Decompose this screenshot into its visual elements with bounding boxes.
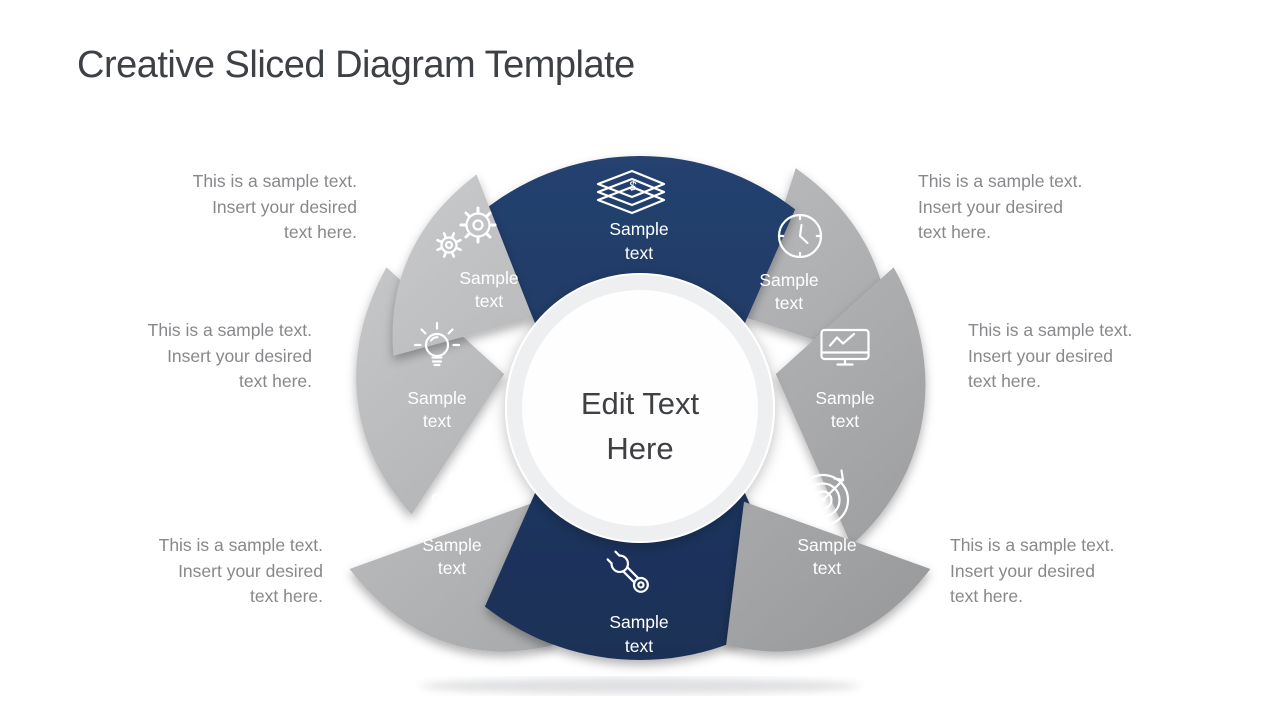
slice-label: text bbox=[831, 411, 859, 431]
slice-label: Sample bbox=[797, 535, 856, 555]
slice-top-money[interactable] bbox=[484, 156, 796, 323]
caption-right-middle[interactable]: This is a sample text. Insert your desir… bbox=[968, 318, 1218, 395]
monitor-chart-icon bbox=[820, 328, 870, 366]
caption-line: Insert your desired bbox=[212, 196, 357, 217]
slice-label: Sample bbox=[759, 270, 818, 290]
slice-label: Sample bbox=[815, 388, 874, 408]
caption-line: This is a sample text. bbox=[192, 171, 357, 191]
gears-icon bbox=[436, 206, 497, 258]
slice-top-left-gears[interactable] bbox=[392, 174, 533, 356]
caption-left-top[interactable]: This is a sample text. Insert your desir… bbox=[107, 169, 357, 246]
diagram-ground-shadow bbox=[420, 678, 860, 694]
caption-line: This is a sample text. bbox=[918, 171, 1083, 191]
slice-label: Sample bbox=[407, 388, 466, 408]
slice-label: text bbox=[438, 558, 466, 578]
caption-line: text here. bbox=[950, 586, 1023, 606]
caption-right-top[interactable]: This is a sample text. Insert your desir… bbox=[918, 169, 1168, 246]
caption-line: text here. bbox=[918, 222, 991, 242]
slice-label: Sample bbox=[459, 268, 518, 288]
center-medallion[interactable]: Edit Text Here bbox=[505, 273, 775, 543]
slice-label: text bbox=[625, 243, 653, 263]
caption-line: Insert your desired bbox=[178, 560, 323, 581]
dollar-glyph: $ bbox=[628, 178, 639, 194]
money-icon: $ bbox=[596, 169, 666, 215]
caption-left-bottom[interactable]: This is a sample text. Insert your desir… bbox=[73, 533, 323, 610]
caption-left-middle[interactable]: This is a sample text. Insert your desir… bbox=[62, 318, 312, 395]
slice-label: text bbox=[423, 411, 451, 431]
slice-bottom-right-target[interactable] bbox=[726, 501, 931, 652]
center-text-line1: Edit Text bbox=[581, 386, 700, 421]
caption-line: Insert your desired bbox=[968, 345, 1113, 366]
target-icon bbox=[796, 469, 850, 527]
caption-line: text here. bbox=[284, 222, 357, 242]
caption-line: text here. bbox=[250, 586, 323, 606]
slice-right-monitor[interactable] bbox=[775, 267, 926, 546]
page-title[interactable]: Creative Sliced Diagram Template bbox=[77, 44, 635, 86]
slice-bottom-wrench[interactable] bbox=[484, 493, 796, 660]
slice-label: Sample bbox=[422, 535, 481, 555]
caption-line: text here. bbox=[968, 371, 1041, 391]
clock-icon bbox=[777, 213, 823, 259]
caption-right-bottom[interactable]: This is a sample text. Insert your desir… bbox=[950, 533, 1200, 610]
caption-line: This is a sample text. bbox=[950, 535, 1115, 555]
caption-line: Insert your desired bbox=[950, 560, 1095, 581]
center-text-line2: Here bbox=[606, 431, 673, 466]
slice-label: text bbox=[775, 293, 803, 313]
team-icon bbox=[429, 472, 477, 510]
wrench-icon bbox=[606, 550, 649, 593]
caption-line: This is a sample text. bbox=[147, 320, 312, 340]
caption-line: text here. bbox=[239, 371, 312, 391]
caption-line: Insert your desired bbox=[918, 196, 1063, 217]
caption-line: Insert your desired bbox=[167, 345, 312, 366]
caption-line: This is a sample text. bbox=[158, 535, 323, 555]
slice-label: Sample bbox=[609, 219, 668, 239]
slice-label: Sample bbox=[609, 612, 668, 632]
slice-label: text bbox=[475, 291, 503, 311]
lightbulb-icon bbox=[413, 321, 461, 367]
slice-labels: Sample text Sample text Sample text Samp… bbox=[407, 219, 874, 656]
caption-line: This is a sample text. bbox=[968, 320, 1133, 340]
slice-label: text bbox=[813, 558, 841, 578]
medallion-face bbox=[522, 290, 758, 526]
slice-label: text bbox=[625, 636, 653, 656]
